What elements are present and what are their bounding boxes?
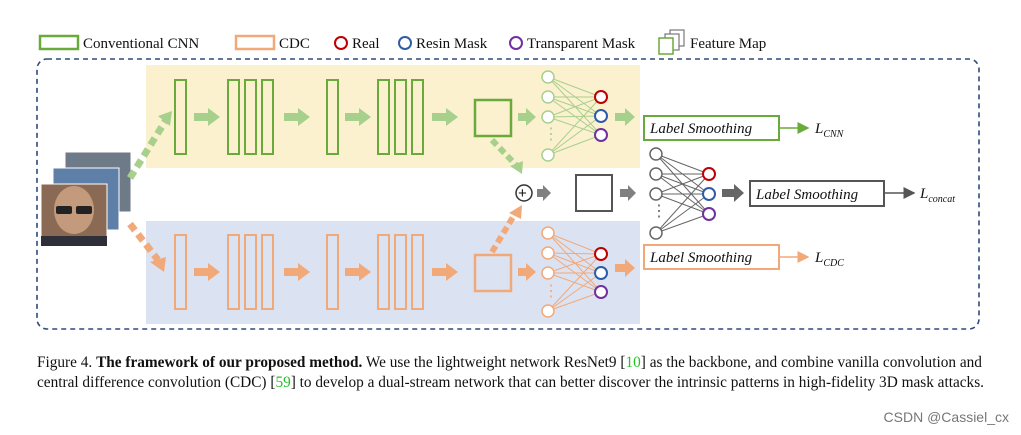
- cdc-stage-2: [377, 234, 424, 310]
- concat-plus-sign: +: [518, 185, 527, 202]
- legend-resin-circle: [398, 36, 412, 50]
- cnn-output-resin: [594, 109, 608, 123]
- legend-cdc-swatch: [234, 34, 276, 51]
- cnn-fc-layer: [541, 70, 602, 162]
- cnn-stage-1: [227, 79, 274, 155]
- loss-cnn: LCNN: [814, 121, 845, 140]
- cnn-fc-dots: ⋮: [543, 126, 559, 143]
- label-smoothing-cnn-label: Label Smoothing: [649, 121, 753, 137]
- concat-fc-dots: ⋮: [651, 203, 667, 220]
- legend-cnn-swatch: [38, 34, 80, 51]
- legend-transparent-label: Transparent Mask: [527, 36, 636, 52]
- concat-output-transparent: [702, 207, 716, 221]
- cdc-stream-arrows: [194, 263, 536, 281]
- cnn-stream-arrows: [194, 108, 536, 126]
- caption-bold: The framework of our proposed method.: [96, 354, 363, 371]
- framework-frame: [36, 58, 980, 330]
- concat-plus-circle: [515, 184, 533, 202]
- cnn-conv-block-2: [326, 79, 339, 155]
- legend-transparent-circle: [509, 36, 523, 50]
- citation-59[interactable]: 59: [275, 374, 291, 391]
- cdc-stream: ⋮ Label Smoothing LCDC: [174, 226, 844, 318]
- cdc-stage-1: [227, 234, 274, 310]
- branch-arrow-cdc: [127, 221, 161, 263]
- legend-real-circle: [334, 36, 348, 50]
- cdc-output-transparent: [594, 285, 608, 299]
- loss-cdc: LCDC: [814, 250, 844, 269]
- concat-output-resin: [702, 187, 716, 201]
- cnn-conv-block-1: [174, 79, 187, 155]
- legend-cnn-label: Conventional CNN: [83, 36, 199, 52]
- concat-stream: + ⋮ Label Smoothing Lconcat: [489, 137, 955, 254]
- legend-resin-label: Resin Mask: [416, 36, 488, 52]
- cdc-output-resin: [594, 266, 608, 280]
- cnn-output-real: [594, 90, 608, 104]
- cdc-conv-block-2: [326, 234, 339, 310]
- concat-fc-layer: [649, 147, 710, 240]
- concat-output-real: [702, 167, 716, 181]
- legend-cdc-label: CDC: [279, 36, 310, 52]
- loss-concat: Lconcat: [919, 186, 955, 205]
- cdc-to-concat-arrow: [489, 210, 519, 254]
- label-smoothing-cnn-box: [643, 115, 780, 141]
- caption-text-3: ] to develop a dual-stream network that …: [290, 374, 984, 391]
- concat-feature-map: [575, 174, 613, 212]
- cdc-fc-layer: [541, 226, 602, 318]
- label-smoothing-concat-label: Label Smoothing: [755, 187, 859, 203]
- legend-feature-map-label: Feature Map: [690, 36, 766, 52]
- cnn-feature-map: [473, 98, 513, 138]
- cdc-feature-map: [473, 253, 513, 293]
- watermark: CSDN @Cassiel_cx: [883, 409, 1009, 425]
- caption-prefix: Figure 4.: [37, 354, 97, 371]
- label-smoothing-concat-box: [749, 180, 885, 207]
- label-smoothing-cdc-box: [643, 244, 780, 270]
- cnn-output-transparent: [594, 128, 608, 142]
- input-face-images: [40, 151, 132, 247]
- figure-caption: Figure 4. The framework of our proposed …: [37, 353, 997, 393]
- caption-text-2: ] as the backbone, and combine vanilla c…: [37, 354, 982, 391]
- cnn-stream: ⋮ Label Smoothing LCNN: [174, 70, 845, 162]
- cdc-fc-dots: ⋮: [543, 283, 559, 300]
- branch-arrow-cnn: [127, 118, 169, 180]
- feature-map-icon: [658, 29, 685, 55]
- label-smoothing-cdc-label: Label Smoothing: [649, 250, 753, 266]
- cdc-conv-block-1: [174, 234, 187, 310]
- cnn-stage-2: [377, 79, 424, 155]
- cdc-output-real: [594, 247, 608, 261]
- cnn-to-concat-arrow: [489, 137, 519, 168]
- legend: Conventional CNN CDC Real Resin Mask Tra…: [38, 29, 766, 55]
- caption-text-1: We use the lightweight network ResNet9 [: [362, 354, 626, 371]
- citation-10[interactable]: 10: [625, 354, 641, 371]
- legend-real-label: Real: [352, 36, 380, 52]
